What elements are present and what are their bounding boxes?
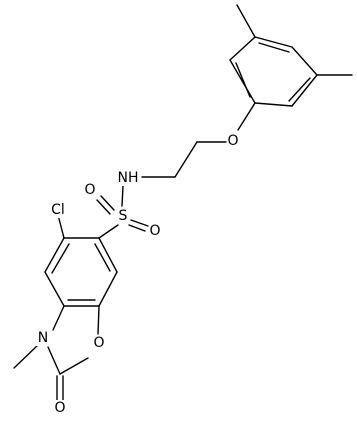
atom-label-n-ring: N xyxy=(36,330,50,346)
atom-label-o-sulfonyl-2: O xyxy=(84,182,96,198)
svg-text:S: S xyxy=(119,208,128,224)
svg-text:NH: NH xyxy=(118,170,139,186)
svg-text:O: O xyxy=(93,335,104,351)
sulfonamide-bonds xyxy=(96,185,149,239)
atom-label-nh: NH xyxy=(116,170,140,186)
svg-text:Cl: Cl xyxy=(51,202,65,218)
svg-text:O: O xyxy=(54,400,65,416)
svg-text:N: N xyxy=(38,330,48,346)
atom-label-o-ether: O xyxy=(227,133,239,149)
svg-text:O: O xyxy=(149,223,160,239)
svg-text:O: O xyxy=(84,182,95,198)
svg-text:O: O xyxy=(227,133,238,149)
methyl-groups xyxy=(236,4,353,76)
dimethylphenyl-ring xyxy=(229,36,318,107)
ethoxy-chain xyxy=(141,102,256,178)
atom-label-o-sulfonyl-1: O xyxy=(149,222,161,239)
atom-label-cl: Cl xyxy=(49,202,69,218)
atom-label-o-ring: O xyxy=(92,335,106,351)
atom-label-o-carbonyl: O xyxy=(53,400,67,416)
benzoxazolone-ring xyxy=(13,214,118,401)
atom-label-s: S xyxy=(117,208,129,224)
